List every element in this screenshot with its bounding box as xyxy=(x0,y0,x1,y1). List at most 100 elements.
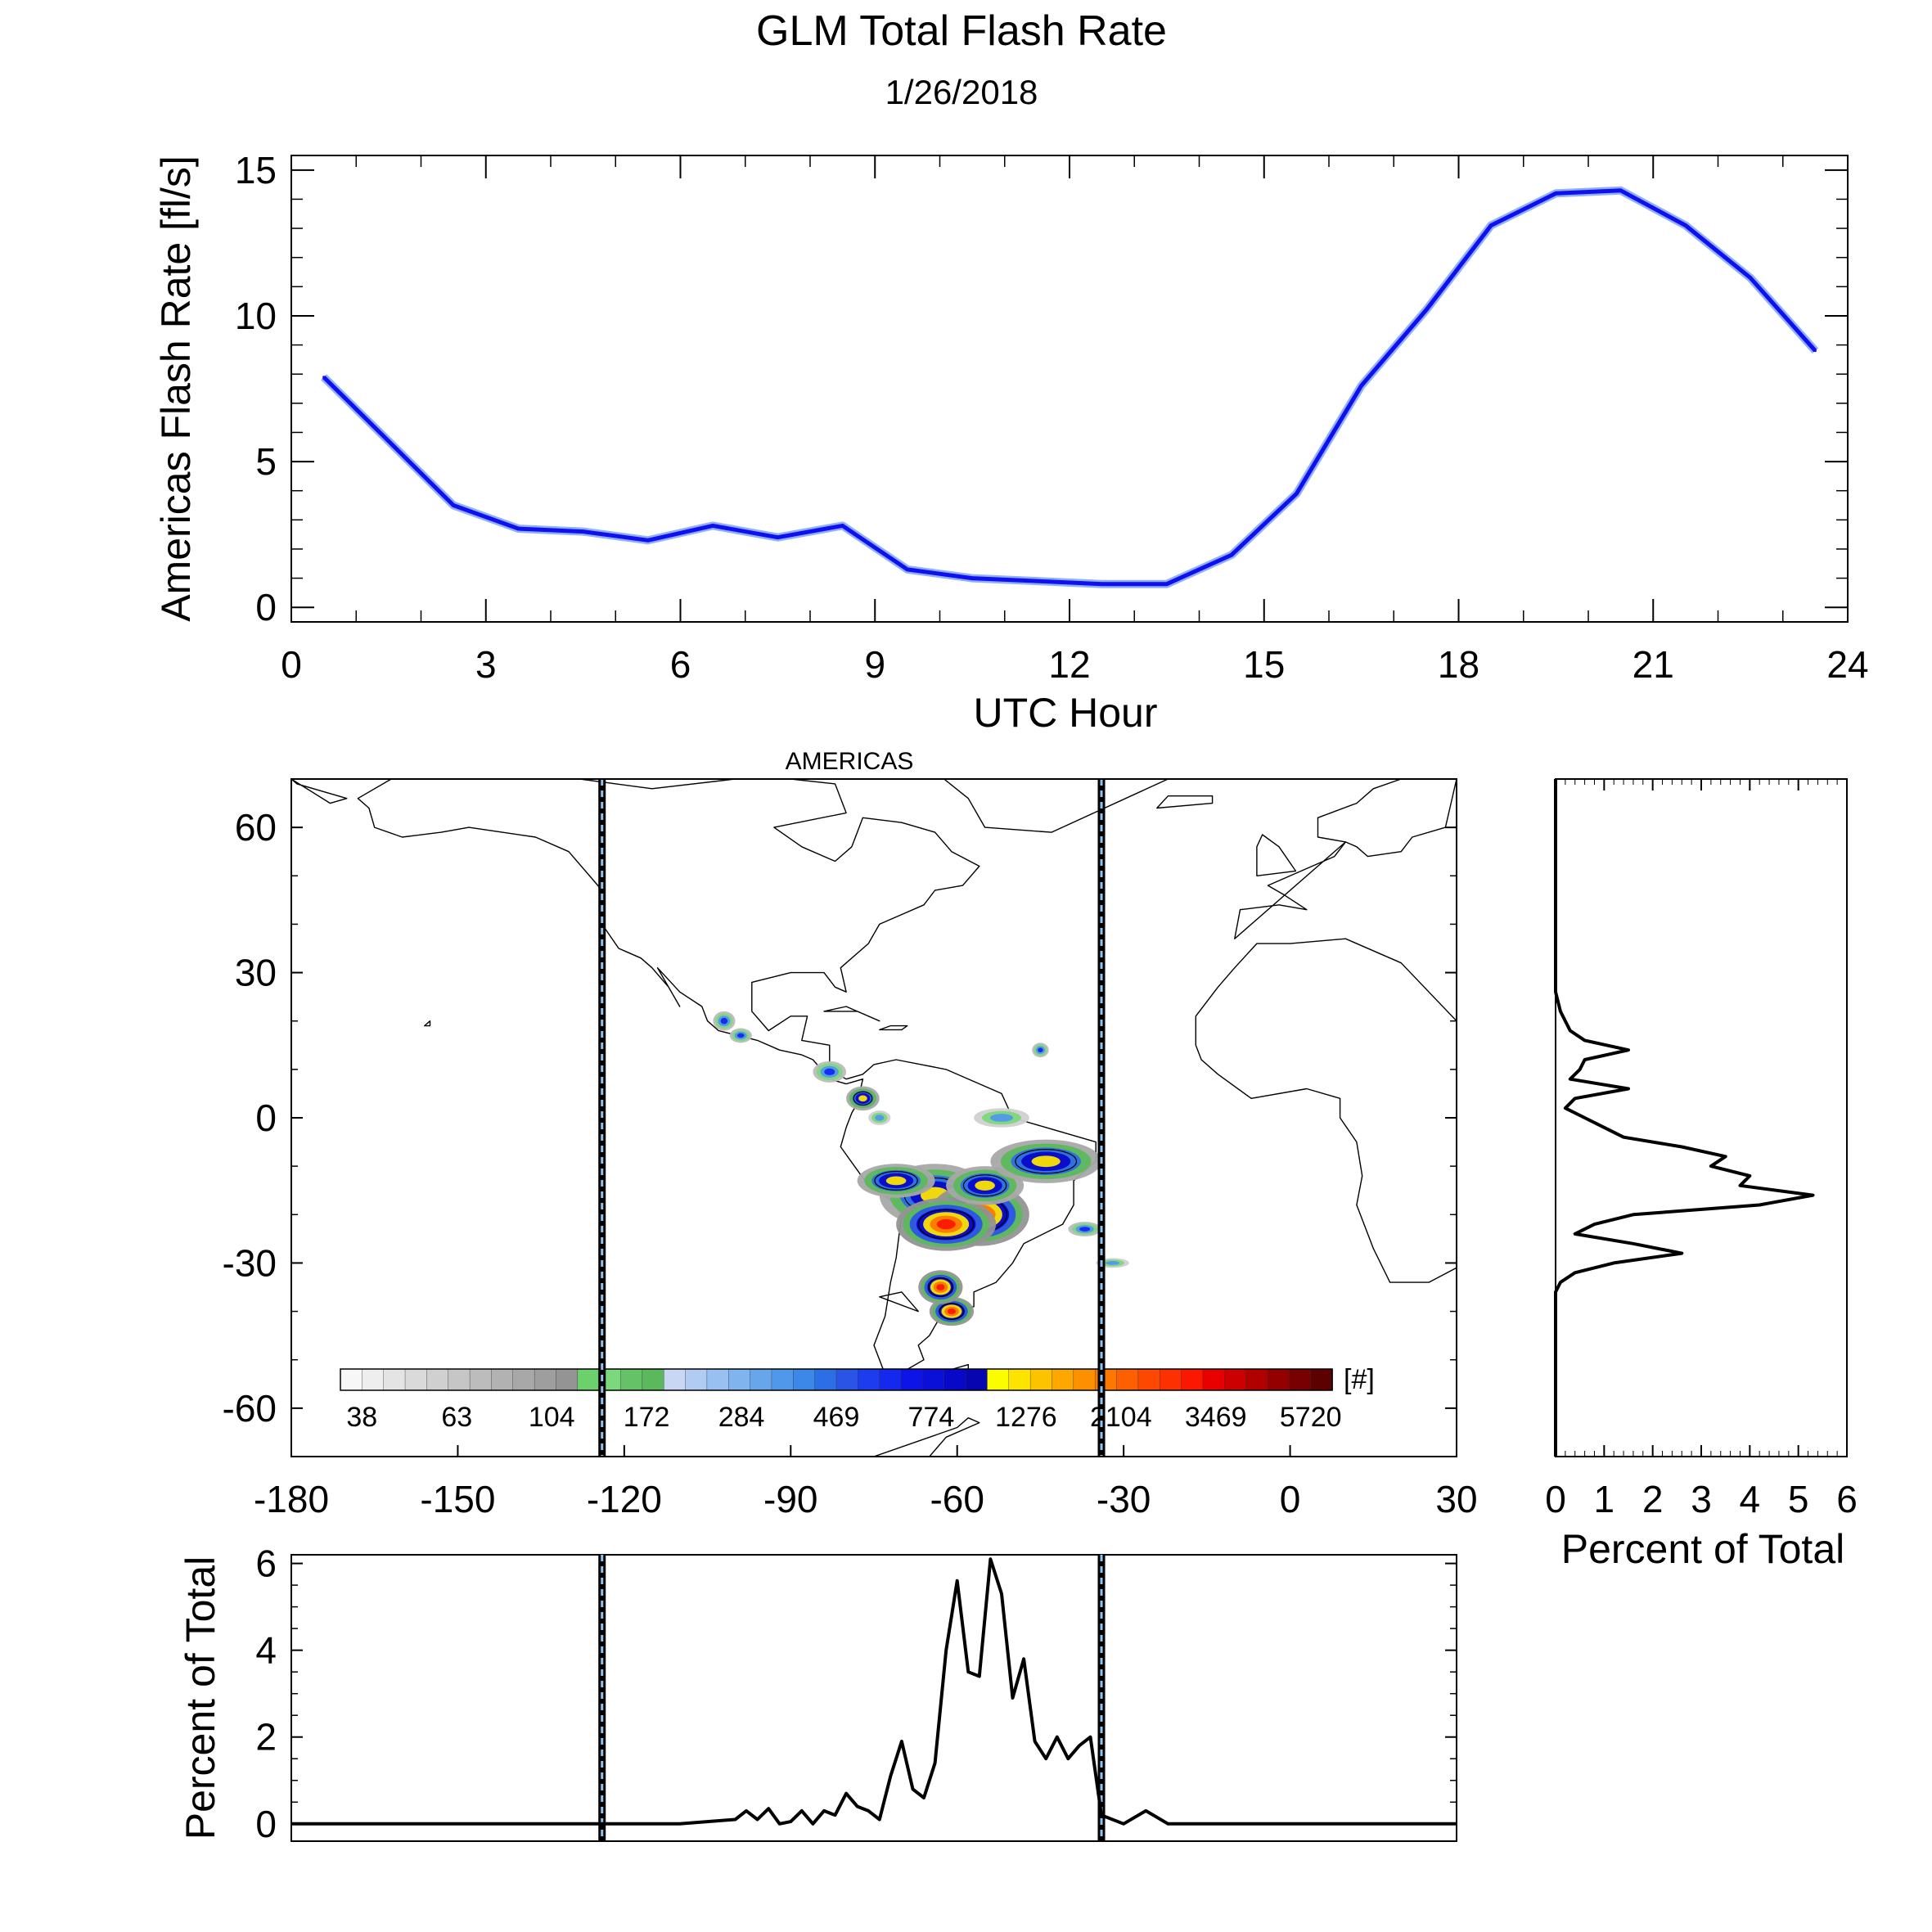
flash-rate-line xyxy=(322,188,1817,587)
percent-tick-label: 5 xyxy=(1788,1478,1809,1520)
flash-rate-point xyxy=(1684,224,1687,227)
colorbar-swatch xyxy=(685,1368,708,1391)
colorbar-swatch xyxy=(1181,1368,1204,1391)
colorbar-swatch xyxy=(793,1368,816,1391)
flash-rate-point xyxy=(1813,349,1817,353)
colorbar-swatch xyxy=(1073,1368,1096,1391)
flash-density-cell xyxy=(1079,1227,1091,1232)
coastline-europe xyxy=(1234,779,1457,939)
percent-tick-label: 2 xyxy=(1642,1478,1664,1520)
colorbar-label: 469 xyxy=(813,1402,860,1433)
colorbar-swatch xyxy=(900,1368,924,1391)
flash-rate-point xyxy=(387,439,390,443)
percent-tick-label: 6 xyxy=(255,1542,277,1585)
percent-tick-label: 2 xyxy=(255,1716,277,1759)
x-tick-label: 9 xyxy=(864,643,885,686)
coastline-greenland xyxy=(943,779,1169,833)
percent-tick-label: 0 xyxy=(1545,1478,1566,1520)
x-tick-label: 12 xyxy=(1048,643,1090,686)
flash-density-cell xyxy=(720,1017,728,1025)
flash-rate-point xyxy=(1295,492,1298,495)
colorbar-swatch xyxy=(664,1368,687,1391)
flash-rate-point xyxy=(582,530,585,534)
flash-density-contour xyxy=(874,1170,918,1191)
coastline-africa xyxy=(1195,938,1457,1283)
colorbar-swatch xyxy=(987,1368,1010,1391)
colorbar-label: 774 xyxy=(908,1402,955,1433)
colorbar-swatch xyxy=(383,1368,406,1391)
flash-rate-y-label: Americas Flash Rate [fl/s] xyxy=(153,155,199,622)
x-tick-label: 0 xyxy=(281,643,302,686)
x-tick-label: 6 xyxy=(670,643,691,686)
lat-tick-label: 0 xyxy=(255,1097,277,1139)
coastline-antarctica xyxy=(865,1416,1457,1457)
colorbar-label: 38 xyxy=(346,1402,377,1433)
coastline-americas xyxy=(357,779,1097,1385)
flash-rate-point xyxy=(1101,583,1104,586)
colorbar-swatch xyxy=(1160,1368,1182,1391)
percent-tick-label: 4 xyxy=(1740,1478,1761,1520)
coastline-cuba xyxy=(823,1006,880,1022)
colorbar-label: 172 xyxy=(624,1402,670,1433)
flash-density-cell xyxy=(858,1095,867,1102)
flash-rate-point xyxy=(1749,277,1752,280)
flash-rate-point xyxy=(711,524,714,527)
y-tick-label: 0 xyxy=(255,586,277,628)
lat-tick-label: 60 xyxy=(235,806,277,849)
flash-density-contour xyxy=(1015,1149,1078,1174)
map-area xyxy=(291,779,1457,1457)
lon-tick-label: -120 xyxy=(587,1478,662,1520)
longitude-profile-y-label: Percent of Total xyxy=(178,1556,223,1840)
coastline-siberia xyxy=(291,779,348,804)
flash-density-contour xyxy=(917,1209,975,1240)
flash-rate-point xyxy=(1619,189,1623,192)
flash-density-cell xyxy=(1038,1047,1043,1052)
sector-boundaries xyxy=(598,779,1106,1457)
longitude-profile-frame xyxy=(290,1554,1457,1842)
flash-rate-point xyxy=(452,504,455,507)
flash-rate-point xyxy=(516,527,520,530)
flash-rate-point xyxy=(646,538,650,542)
colorbar-label: 1276 xyxy=(995,1402,1057,1433)
flash-rate-point xyxy=(971,577,974,580)
colorbar-swatch xyxy=(448,1368,471,1391)
flash-rate-point xyxy=(1425,308,1428,312)
colorbar-swatch xyxy=(1224,1368,1247,1391)
y-tick-label: 5 xyxy=(255,440,277,483)
lat-tick-label: 30 xyxy=(235,952,277,994)
flash-rate-line-halo xyxy=(321,186,1819,588)
colorbar-swatch xyxy=(1289,1368,1312,1391)
colorbar-swatch xyxy=(469,1368,493,1391)
x-tick-label: 21 xyxy=(1633,643,1674,686)
colorbar-swatch xyxy=(1116,1368,1139,1391)
colorbar-unit: [#] xyxy=(1344,1364,1375,1395)
colorbar-label: 3469 xyxy=(1185,1402,1247,1433)
flash-density-cell xyxy=(885,1176,907,1186)
latitude-profile-x-label: Percent of Total xyxy=(1561,1526,1845,1572)
colorbar-label: 104 xyxy=(529,1402,575,1433)
flash-density-cell xyxy=(1106,1261,1119,1265)
colorbar-swatch xyxy=(1008,1368,1031,1391)
coastline-britain xyxy=(1256,834,1297,877)
colorbar-swatch xyxy=(728,1368,751,1391)
colorbar-swatch xyxy=(534,1368,557,1391)
flash-rate-plot-frame xyxy=(290,155,1849,623)
flash-density-contour xyxy=(853,1091,873,1106)
x-tick-label: 24 xyxy=(1826,643,1868,686)
percent-tick-label: 3 xyxy=(1691,1478,1712,1520)
colorbar-swatch xyxy=(404,1368,428,1391)
flash-rate-x-label: UTC Hour xyxy=(973,690,1157,736)
colorbar-swatch xyxy=(556,1368,579,1391)
colorbar-swatch xyxy=(1310,1368,1333,1391)
percent-tick-label: 1 xyxy=(1594,1478,1615,1520)
colorbar-swatch xyxy=(620,1368,643,1391)
chart-date: 1/26/2018 xyxy=(885,73,1038,111)
colorbar-swatch xyxy=(512,1368,535,1391)
